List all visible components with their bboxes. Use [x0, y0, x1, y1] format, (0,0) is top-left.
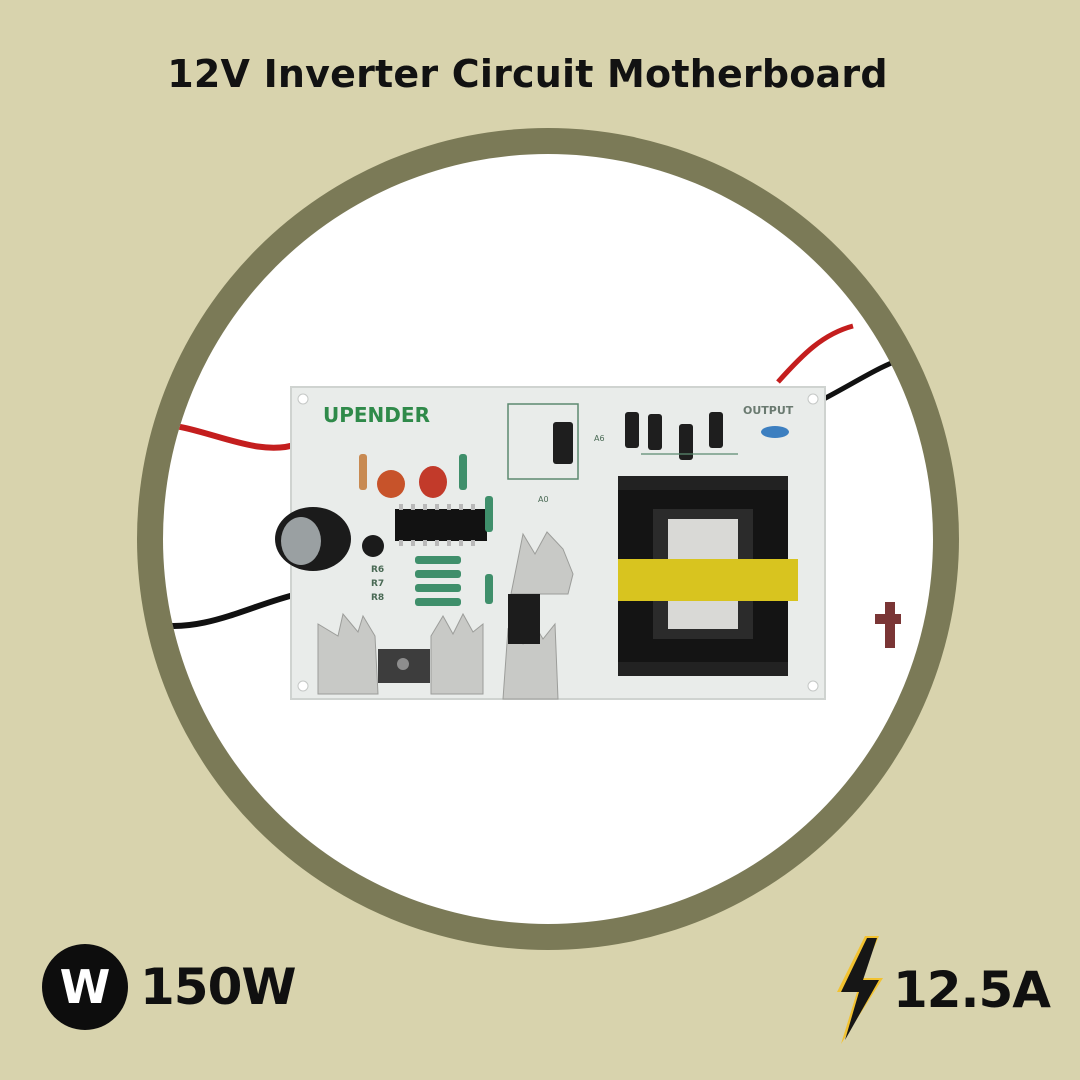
transformer — [618, 476, 798, 676]
heat-sink-left — [317, 612, 484, 695]
svg-text:R7: R7 — [371, 579, 384, 589]
current-value: 12.5A — [892, 961, 1051, 1019]
ceramic-capacitor — [377, 470, 405, 498]
power-value: 150W — [140, 958, 297, 1016]
power-spec: W 150W — [42, 944, 297, 1030]
black-wire-right — [816, 356, 904, 405]
svg-text:R8: R8 — [371, 593, 384, 603]
black-wire-left — [163, 591, 299, 629]
output-label: OUTPUT — [743, 404, 794, 417]
resistor — [485, 496, 493, 532]
svg-text:R6: R6 — [371, 565, 384, 575]
svg-text:A6: A6 — [594, 434, 605, 443]
resistor — [359, 454, 367, 490]
transistor — [362, 535, 384, 557]
blue-capacitor — [761, 426, 789, 438]
page-title: 12V Inverter Circuit Motherboard — [167, 52, 888, 96]
svg-text:A0: A0 — [538, 495, 549, 504]
mosfet — [508, 594, 540, 644]
red-wire-left — [163, 421, 299, 451]
heat-sink-center — [502, 531, 574, 700]
resistor — [459, 454, 467, 490]
watt-icon: W — [42, 944, 128, 1030]
resistor-bank — [415, 556, 461, 606]
inverter-board-image: UPENDER OUTPUT — [163, 323, 904, 700]
current-spec: 12.5A — [831, 934, 1051, 1046]
transformer-tape — [618, 559, 798, 601]
watt-icon-letter: W — [59, 960, 111, 1014]
resistor — [485, 574, 493, 604]
red-wire-right — [776, 323, 854, 384]
board-brand-label: UPENDER — [323, 403, 430, 427]
ic-chip — [395, 509, 487, 541]
film-capacitor — [419, 466, 447, 498]
product-photo: www. ar.in UPENDER OUTPUT — [163, 154, 933, 924]
lightning-bolt-icon — [836, 936, 883, 1044]
diodes — [553, 412, 723, 464]
